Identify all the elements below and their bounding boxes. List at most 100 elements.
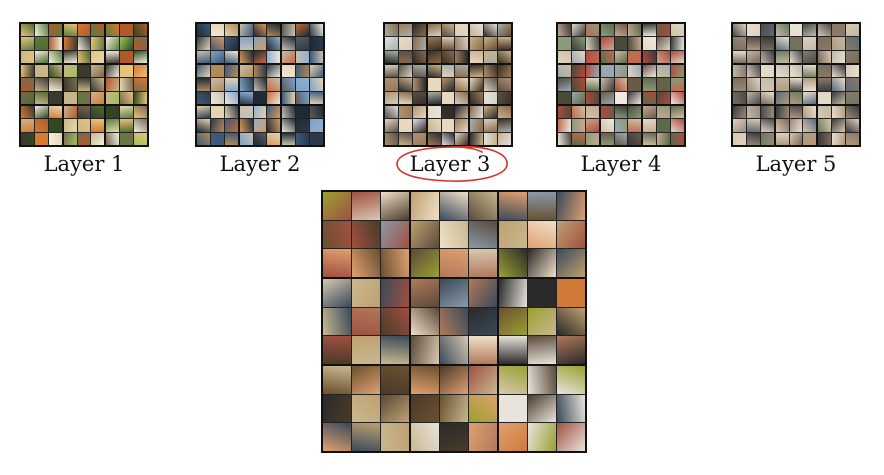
image-patch: [385, 24, 398, 37]
image-patch: [282, 65, 296, 78]
image-patch: [224, 24, 238, 37]
image-patch: [267, 50, 281, 63]
image-patch: [134, 132, 147, 145]
image-patch: [106, 24, 120, 37]
image-patch: [48, 91, 62, 104]
image-patch: [412, 91, 426, 104]
image-patch: [381, 336, 409, 364]
image-patch: [398, 106, 412, 119]
image-patch: [412, 65, 426, 78]
layer-5-label: Layer 5: [755, 152, 837, 176]
image-patch: [600, 132, 614, 145]
image-patch: [733, 91, 746, 104]
image-patch: [499, 307, 527, 336]
image-patch: [224, 106, 238, 119]
image-patch: [469, 394, 497, 423]
image-patch: [600, 119, 614, 132]
image-patch: [614, 65, 628, 78]
image-patch: [440, 220, 468, 249]
image-patch: [557, 192, 585, 220]
image-patch: [528, 220, 556, 249]
image-patch: [48, 132, 62, 145]
image-patch: [528, 336, 556, 364]
image-patch: [197, 106, 210, 119]
feature-block: [427, 106, 469, 145]
feature-block: [239, 24, 281, 63]
image-patch: [197, 91, 210, 104]
image-patch: [628, 119, 642, 132]
image-patch: [91, 91, 105, 104]
image-patch: [77, 37, 91, 50]
image-patch: [77, 132, 91, 145]
feature-block: [818, 106, 859, 145]
image-patch: [323, 192, 351, 220]
image-patch: [571, 91, 585, 104]
image-patch: [671, 106, 684, 119]
image-patch: [441, 24, 455, 37]
feature-block: [499, 192, 585, 277]
feature-block: [470, 65, 511, 104]
image-patch: [134, 91, 147, 104]
image-patch: [267, 132, 281, 145]
image-patch: [267, 37, 281, 50]
image-patch: [614, 78, 628, 91]
image-patch: [296, 78, 310, 91]
image-patch: [789, 91, 803, 104]
image-patch: [210, 65, 224, 78]
feature-block: [775, 65, 817, 104]
image-patch: [398, 50, 412, 63]
feature-block: [558, 106, 599, 145]
image-patch: [134, 106, 147, 119]
image-patch: [310, 119, 323, 132]
image-patch: [498, 106, 511, 119]
image-patch: [239, 119, 253, 132]
image-patch: [385, 91, 398, 104]
image-patch: [197, 119, 210, 132]
image-patch: [253, 119, 267, 132]
image-patch: [253, 132, 267, 145]
image-patch: [282, 37, 296, 50]
image-patch: [21, 132, 34, 145]
image-patch: [398, 24, 412, 37]
image-patch: [323, 307, 351, 336]
image-patch: [671, 50, 684, 63]
image-patch: [760, 24, 774, 37]
image-patch: [600, 106, 614, 119]
image-patch: [614, 132, 628, 145]
image-patch: [411, 279, 439, 307]
image-patch: [557, 366, 585, 394]
image-patch: [253, 65, 267, 78]
feature-block: [323, 279, 409, 364]
image-patch: [310, 65, 323, 78]
image-patch: [48, 24, 62, 37]
feature-block: [21, 24, 62, 63]
image-patch: [296, 37, 310, 50]
image-patch: [282, 132, 296, 145]
image-patch: [803, 24, 817, 37]
image-patch: [77, 106, 91, 119]
image-patch: [77, 50, 91, 63]
image-patch: [106, 132, 120, 145]
image-patch: [310, 132, 323, 145]
image-patch: [48, 106, 62, 119]
image-patch: [239, 37, 253, 50]
image-patch: [34, 78, 48, 91]
feature-block: [818, 24, 859, 63]
image-patch: [77, 119, 91, 132]
image-patch: [210, 37, 224, 50]
image-patch: [746, 37, 760, 50]
image-patch: [846, 37, 859, 50]
image-patch: [48, 119, 62, 132]
image-patch: [282, 106, 296, 119]
image-patch: [657, 91, 671, 104]
image-patch: [585, 78, 599, 91]
image-patch: [440, 423, 468, 451]
image-patch: [296, 91, 310, 104]
image-patch: [775, 106, 789, 119]
image-patch: [440, 307, 468, 336]
image-patch: [239, 24, 253, 37]
layer-4-label: Layer 4: [580, 152, 662, 176]
feature-block: [733, 24, 774, 63]
image-patch: [381, 249, 409, 277]
image-patch: [746, 106, 760, 119]
